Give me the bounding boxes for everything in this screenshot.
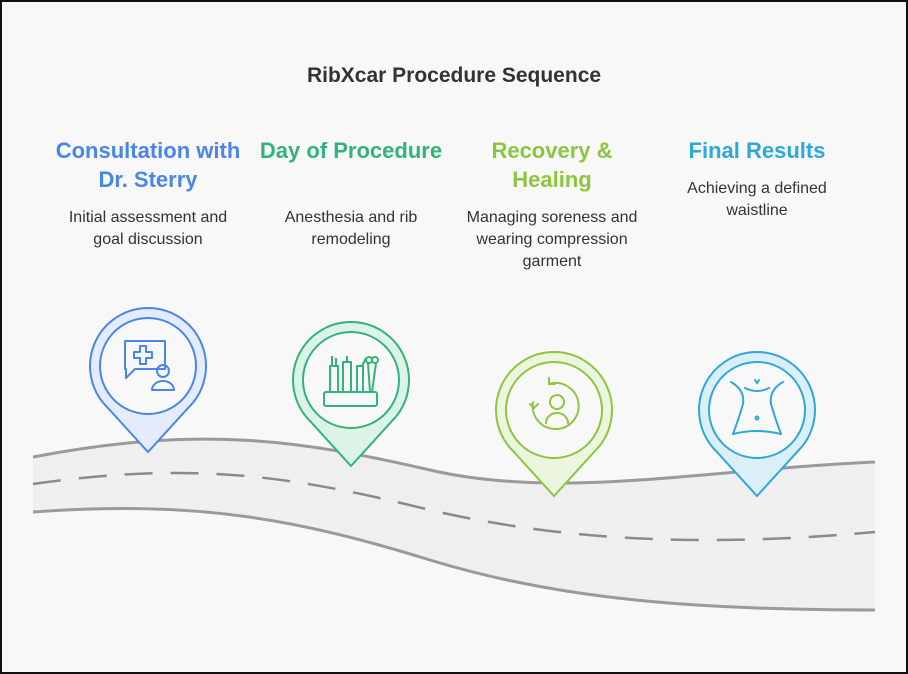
pin-consultation <box>89 306 207 454</box>
road-bottom-edge <box>32 507 876 612</box>
pin-recovery <box>495 350 613 498</box>
road-center-line <box>32 471 876 542</box>
step-3-description: Managing soreness and wearing compressio… <box>466 209 638 270</box>
step-1-title: Consultation with Dr. Sterry <box>55 138 241 192</box>
step-1-description: Initial assessment and goal discussion <box>68 209 228 248</box>
consultation-medical-icon <box>124 340 175 391</box>
step-2-title: Day of Procedure <box>259 138 443 163</box>
surgical-tools-icon <box>323 356 379 407</box>
recovery-person-icon <box>529 377 580 431</box>
road <box>33 439 875 610</box>
step-4-description: Achieving a defined waistline <box>687 180 827 219</box>
road-top-edge <box>32 437 876 485</box>
step-3-title: Recovery & Healing <box>491 138 613 192</box>
pin-procedure <box>292 320 410 468</box>
pin-final-results <box>698 350 816 498</box>
diagram-title: RibXcar Procedure Sequence <box>306 64 602 87</box>
step-2-description: Anesthesia and rib remodeling <box>284 209 418 248</box>
waistline-torso-icon <box>730 379 784 435</box>
step-4-title: Final Results <box>688 138 826 163</box>
